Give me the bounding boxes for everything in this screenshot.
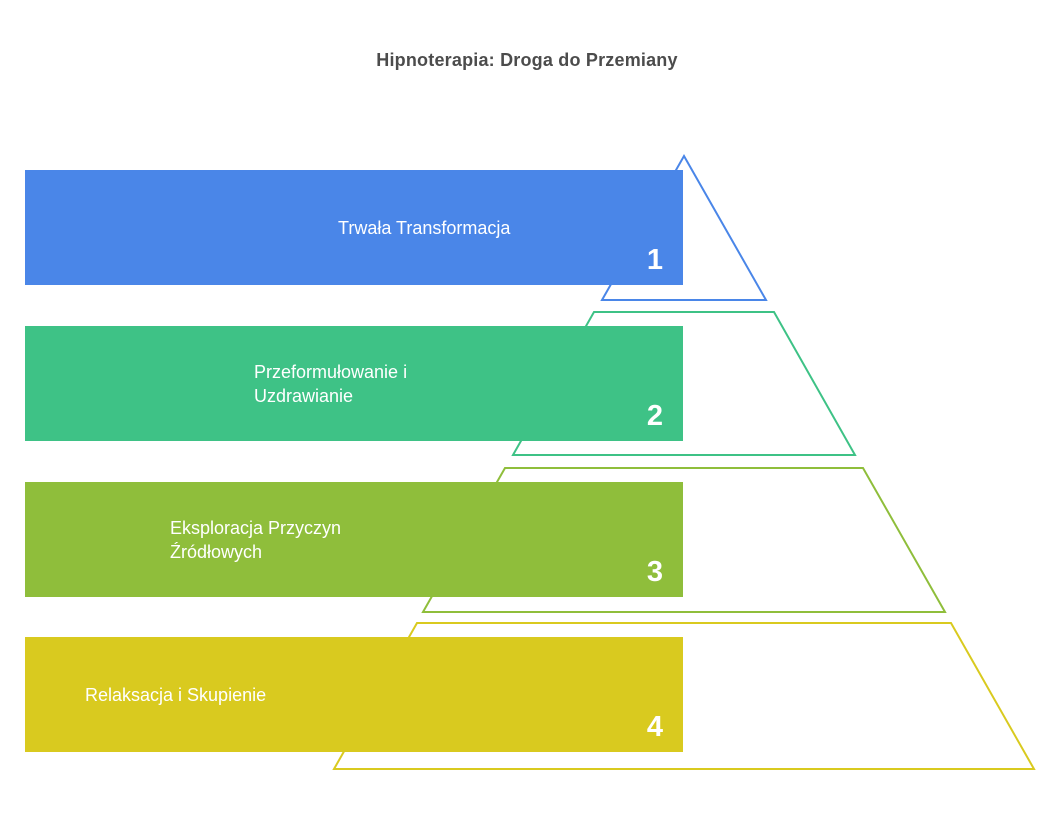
level-label-line: Trwała Transformacja xyxy=(338,218,511,238)
level-label-line: Relaksacja i Skupienie xyxy=(85,685,267,705)
pyramid-level-1: Trwała Transformacja 1 xyxy=(25,170,683,285)
level-label-line: Uzdrawianie xyxy=(254,386,354,406)
level-label-line: Eksploracja Przyczyn xyxy=(170,518,342,538)
level-label-line: Przeformułowanie i xyxy=(254,362,408,382)
level-label-line: Źródłowych xyxy=(170,542,263,562)
level-label: Trwała Transformacja xyxy=(338,216,510,240)
level-number: 4 xyxy=(646,711,663,743)
level-label: Relaksacja i Skupienie xyxy=(85,683,266,707)
level-number: 3 xyxy=(646,556,663,588)
level-number: 1 xyxy=(646,244,663,276)
pyramid-level-3: Eksploracja Przyczyn Źródłowych 3 xyxy=(25,482,683,597)
level-label: Przeformułowanie i Uzdrawianie xyxy=(254,360,407,408)
level-number: 2 xyxy=(646,400,663,432)
pyramid-level-2: Przeformułowanie i Uzdrawianie 2 xyxy=(25,326,683,441)
level-label: Eksploracja Przyczyn Źródłowych xyxy=(170,516,341,564)
pyramid-level-4: Relaksacja i Skupienie 4 xyxy=(25,637,683,752)
chart-title: Hipnoterapia: Droga do Przemiany xyxy=(376,50,678,70)
